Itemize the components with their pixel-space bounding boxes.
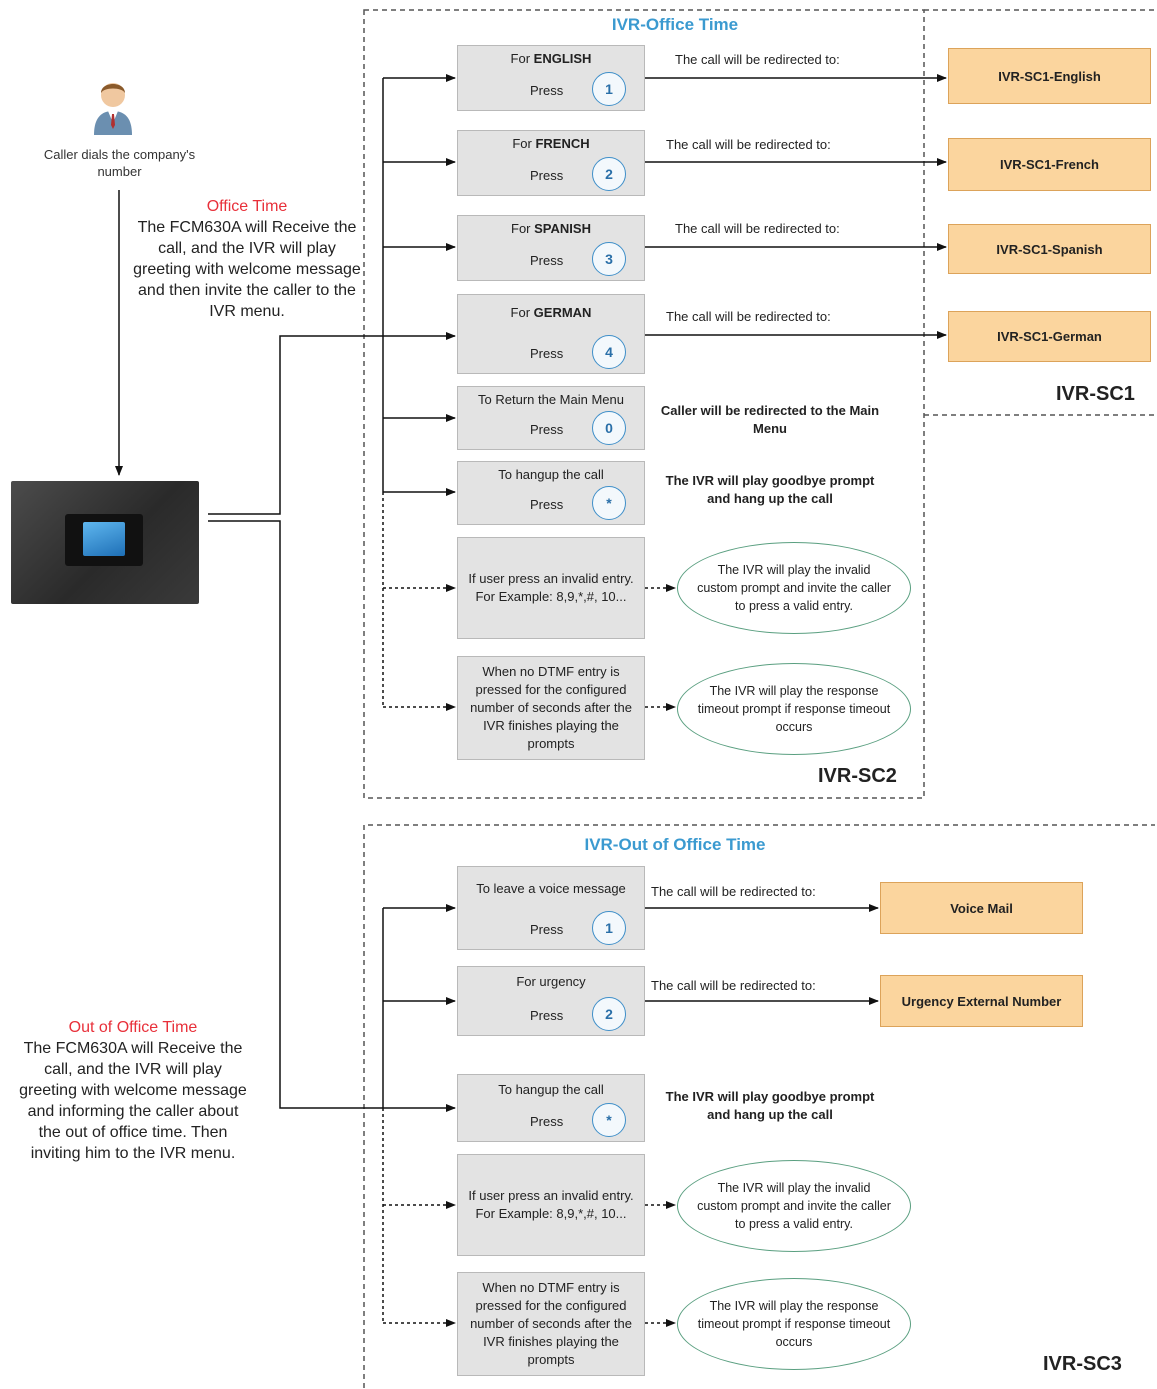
press-label: Press [530, 83, 564, 98]
office-dotted-branches [382, 492, 676, 711]
office-invalid-entry-box: If user press an invalid entry. For Exam… [457, 537, 645, 639]
key-3: 3 [592, 242, 626, 276]
dest-ivr-sc1-french[interactable]: IVR-SC1-French [948, 138, 1151, 191]
dest-ivr-sc1-english[interactable]: IVR-SC1-English [948, 48, 1151, 104]
out-office-heading: Out of Office Time [68, 1019, 198, 1036]
out-timeout-box: When no DTMF entry is pressed for the co… [457, 1272, 645, 1376]
press-label: Press [530, 422, 564, 437]
option-label: To hangup the call [498, 467, 604, 482]
key-0: 0 [592, 411, 626, 445]
main-menu-result: Caller will be redirected to the Main Me… [660, 403, 880, 436]
option-urgency[interactable]: For urgency Press 2 [457, 966, 645, 1036]
office-branches [360, 74, 456, 496]
ivr-sc2-tag: IVR-SC2 [818, 765, 897, 787]
office-time-text: The FCM630A will Receive the call, and t… [133, 219, 361, 320]
out-zone-title: IVR-Out of Office Time [584, 835, 766, 854]
key-star: * [592, 1103, 626, 1137]
press-label: Press [530, 922, 564, 937]
out-office-text: The FCM630A will Receive the call, and t… [19, 1040, 247, 1162]
key-1: 1 [592, 72, 626, 106]
office-time-heading: Office Time [206, 198, 288, 215]
redirect-text: The call will be redirected to: [675, 52, 840, 67]
office-timeout-result: The IVR will play the response timeout p… [677, 663, 911, 755]
option-label: To hangup the call [498, 1082, 604, 1097]
option-spanish[interactable]: For SPANISH Press 3 [457, 215, 645, 281]
press-label: Press [530, 168, 564, 183]
ivr-sc3-border [363, 824, 1155, 1388]
press-label: Press [530, 1114, 564, 1129]
key-1: 1 [592, 911, 626, 945]
option-hangup[interactable]: To hangup the call Press * [457, 461, 645, 525]
office-timeout-box: When no DTMF entry is pressed for the co… [457, 656, 645, 760]
ivr-sc1-tag: IVR-SC1 [1056, 383, 1135, 405]
redirect-text: The call will be redirected to: [675, 221, 840, 236]
dest-voice-mail[interactable]: Voice Mail [880, 882, 1083, 934]
caller-caption: Caller dials the company's number [43, 147, 196, 179]
dest-ivr-sc1-spanish[interactable]: IVR-SC1-Spanish [948, 224, 1151, 274]
option-label: To Return the Main Menu [478, 392, 624, 407]
option-label: FRENCH [535, 136, 590, 151]
option-out-hangup[interactable]: To hangup the call Press * [457, 1074, 645, 1142]
ip-pbx-device-icon [11, 481, 199, 604]
redirect-text: The call will be redirected to: [651, 978, 816, 993]
user-icon [90, 75, 136, 135]
out-office-dotted-branches [382, 1108, 676, 1327]
out-office-note: Out of Office Time The FCM630A will Rece… [18, 1017, 248, 1164]
option-french[interactable]: For FRENCH Press 2 [457, 130, 645, 196]
office-time-note: Office Time The FCM630A will Receive the… [132, 196, 362, 322]
out-invalid-result: The IVR will play the invalid custom pro… [677, 1160, 911, 1252]
trunk-lines [208, 78, 384, 1109]
press-label: Press [530, 497, 564, 512]
redirect-text: The call will be redirected to: [666, 309, 831, 324]
office-redirect-arrows [645, 74, 947, 339]
office-zone-title: IVR-Office Time [611, 15, 739, 34]
key-2: 2 [592, 157, 626, 191]
ivr-sc3-tag: IVR-SC3 [1043, 1353, 1122, 1375]
option-label: For urgency [516, 974, 586, 989]
dest-ivr-sc1-german[interactable]: IVR-SC1-German [948, 311, 1151, 362]
press-label: Press [530, 253, 564, 268]
out-invalid-entry-box: If user press an invalid entry. For Exam… [457, 1154, 645, 1256]
option-main-menu[interactable]: To Return the Main Menu Press 0 [457, 386, 645, 450]
key-star: * [592, 486, 626, 520]
out-office-branches [383, 904, 879, 1112]
redirect-text: The call will be redirected to: [651, 884, 816, 899]
option-label: GERMAN [533, 305, 592, 320]
option-label: To leave a voice message [476, 881, 626, 896]
zone-borders [363, 9, 1155, 1388]
option-voice-message[interactable]: To leave a voice message Press 1 [457, 866, 645, 950]
key-4: 4 [592, 335, 626, 369]
office-invalid-result: The IVR will play the invalid custom pro… [677, 542, 911, 634]
option-english[interactable]: For ENGLISH Press 1 [457, 45, 645, 111]
press-label: Press [530, 346, 564, 361]
press-label: Press [530, 1008, 564, 1023]
out-timeout-result: The IVR will play the response timeout p… [677, 1278, 911, 1370]
out-hangup-result: The IVR will play goodbye prompt and han… [665, 1089, 875, 1122]
dest-urgency-external-number[interactable]: Urgency External Number [880, 975, 1083, 1027]
ivr-sc2-border [363, 9, 925, 799]
hangup-result: The IVR will play goodbye prompt and han… [665, 473, 875, 506]
ivr-sc1-border [924, 9, 1155, 416]
option-label: SPANISH [534, 221, 591, 236]
option-label: ENGLISH [533, 51, 592, 66]
redirect-text: The call will be redirected to: [666, 137, 831, 152]
option-german[interactable]: For GERMAN Press 4 [457, 294, 645, 374]
key-2: 2 [592, 997, 626, 1031]
